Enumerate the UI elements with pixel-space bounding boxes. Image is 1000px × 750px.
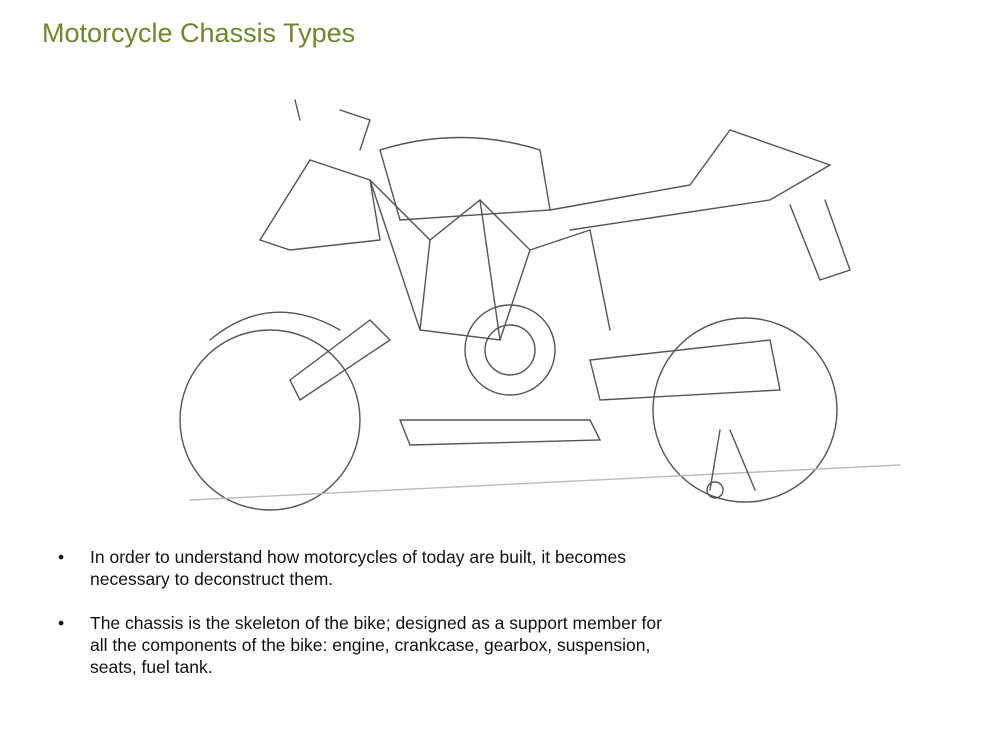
motorcycle-sketch [179,99,901,511]
fork [289,319,392,402]
trellis-frame [369,179,611,341]
seat-tail [549,129,832,231]
bullet-list: • In order to understand how motorcycles… [58,546,678,700]
front-fender [209,311,341,341]
bullet-marker: • [58,547,65,567]
rear-wheel [652,317,838,503]
front-wheel [179,329,361,511]
bullet-marker: • [58,613,65,633]
fairing [258,159,381,251]
swingarm [589,339,781,401]
bullet-item: • In order to understand how motorcycles… [58,546,678,590]
bullet-text: In order to understand how motorcycles o… [90,547,626,589]
bullet-text: The chassis is the skeleton of the bike;… [90,613,662,677]
slide-title: Motorcycle Chassis Types [42,18,356,48]
engine [464,304,556,396]
bullet-item: • The chassis is the skeleton of the bik… [58,612,678,678]
exhaust [398,419,602,446]
fuel-tank [379,136,551,221]
